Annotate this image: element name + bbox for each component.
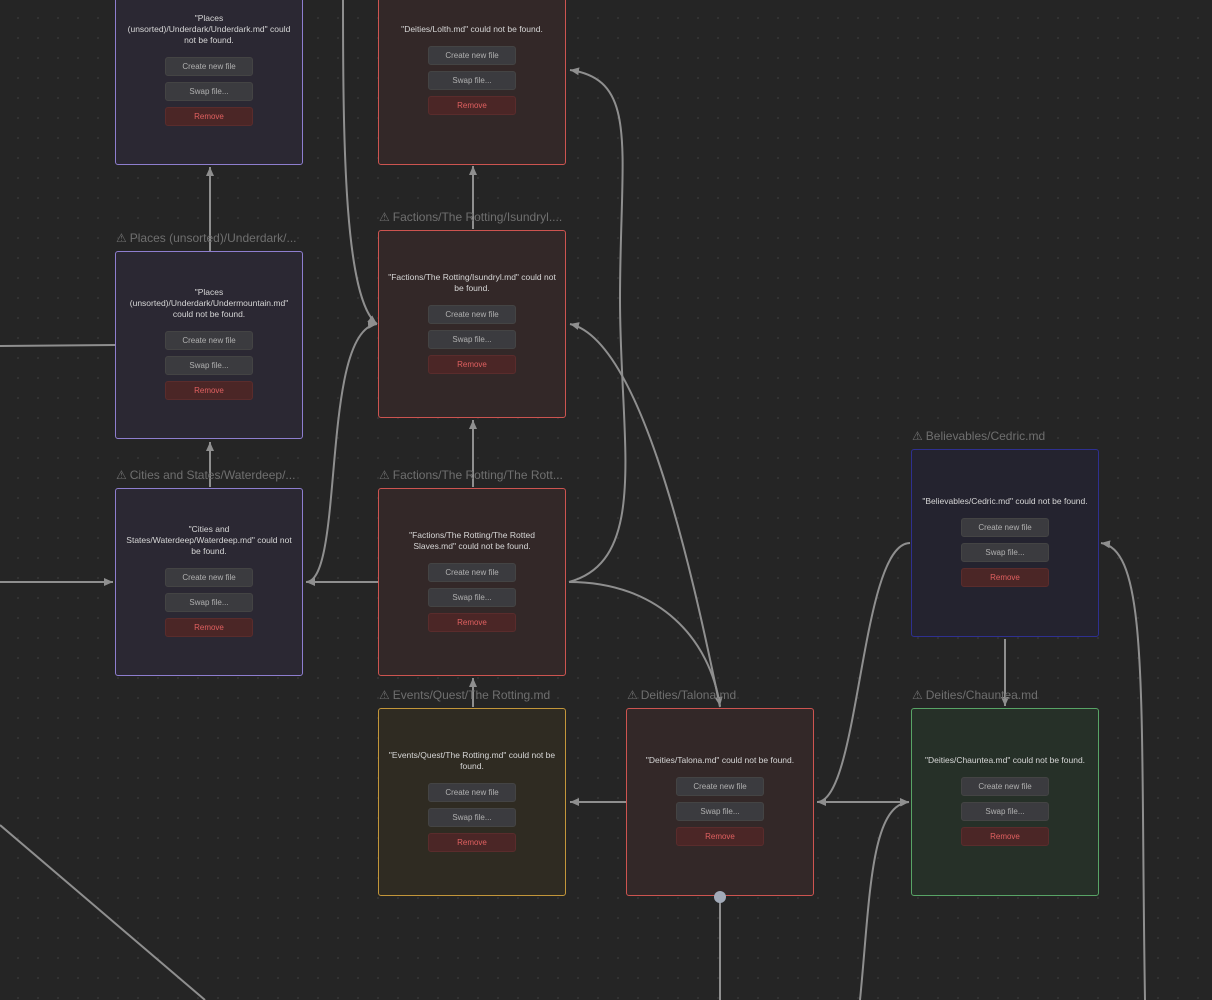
edge-rotted-to-talona <box>568 581 723 707</box>
node-title-text: Factions/The Rotting/The Rott... <box>392 468 563 482</box>
create-new-file-button[interactable]: Create new file <box>165 57 253 76</box>
node-title-text: Factions/The Rotting/Isundryl.... <box>392 210 563 224</box>
swap-file-button[interactable]: Swap file... <box>165 593 253 612</box>
edge-top-to-isundryl <box>342 0 378 325</box>
node-title: ⚠Believables/Cedric.md <box>912 429 1045 443</box>
node-message: "Events/Quest/The Rotting.md" could not … <box>388 749 556 771</box>
node-lolth[interactable]: "Deities/Lolth.md" could not be found. C… <box>378 0 566 165</box>
node-title-text: Believables/Cedric.md <box>925 429 1046 443</box>
warning-icon: ⚠ <box>379 468 390 482</box>
edge-diagonal-left <box>0 824 206 1000</box>
remove-button[interactable]: Remove <box>428 612 516 632</box>
swap-file-button[interactable]: Swap file... <box>165 82 253 101</box>
edge-cedric-to-talona <box>816 542 911 806</box>
node-message: "Factions/The Rotting/Isundryl.md" could… <box>388 271 556 293</box>
node-undermountain[interactable]: ⚠Places (unsorted)/Underdark/... "Places… <box>115 231 303 439</box>
node-title-text: Events/Quest/The Rotting.md <box>392 688 551 702</box>
warning-icon: ⚠ <box>116 231 127 245</box>
swap-file-button[interactable]: Swap file... <box>428 807 516 827</box>
edge-left-to-undermountain <box>0 344 116 347</box>
edge-waterdeep-to-isundryl <box>305 321 378 583</box>
warning-icon: ⚠ <box>627 688 638 702</box>
node-title: ⚠Deities/Chauntea.md <box>912 688 1038 702</box>
swap-file-button[interactable]: Swap file... <box>428 71 516 90</box>
warning-icon: ⚠ <box>379 688 390 702</box>
remove-button[interactable]: Remove <box>676 827 764 846</box>
node-chauntea[interactable]: ⚠Deities/Chauntea.md "Deities/Chauntea.m… <box>911 688 1099 896</box>
node-title: ⚠Events/Quest/The Rotting.md <box>379 688 550 702</box>
node-title-text: Deities/Talona.md <box>640 688 737 702</box>
node-talona[interactable]: ⚠Deities/Talona.md "Deities/Talona.md" c… <box>626 688 814 896</box>
node-isundryl[interactable]: ⚠Factions/The Rotting/Isundryl.... "Fact… <box>378 210 566 418</box>
edge-rotted-to-lolth <box>568 67 627 583</box>
node-message: "Places (unsorted)/Underdark/Undermounta… <box>129 287 289 319</box>
node-message: "Deities/Lolth.md" could not be found. <box>401 24 543 34</box>
swap-file-button[interactable]: Swap file... <box>961 543 1049 562</box>
swap-file-button[interactable]: Swap file... <box>165 356 253 375</box>
remove-button[interactable]: Remove <box>428 832 516 852</box>
create-new-file-button[interactable]: Create new file <box>165 568 253 587</box>
warning-icon: ⚠ <box>912 429 923 443</box>
node-title-text: Cities and States/Waterdeep/... <box>129 468 296 482</box>
remove-button[interactable]: Remove <box>165 381 253 400</box>
create-new-file-button[interactable]: Create new file <box>428 562 516 582</box>
swap-file-button[interactable]: Swap file... <box>676 802 764 821</box>
remove-button[interactable]: Remove <box>428 354 516 374</box>
node-message: "Deities/Talona.md" could not be found. <box>645 755 795 765</box>
remove-button[interactable]: Remove <box>961 568 1049 587</box>
remove-button[interactable]: Remove <box>165 107 253 126</box>
remove-button[interactable]: Remove <box>165 618 253 637</box>
node-title: ⚠Factions/The Rotting/The Rott... <box>379 468 563 482</box>
node-title: ⚠Deities/Talona.md <box>627 688 736 702</box>
node-message: "Cities and States/Waterdeep/Waterdeep.m… <box>126 524 292 556</box>
swap-file-button[interactable]: Swap file... <box>961 802 1049 821</box>
create-new-file-button[interactable]: Create new file <box>961 777 1049 796</box>
node-the-rotting[interactable]: ⚠Events/Quest/The Rotting.md "Events/Que… <box>378 688 566 896</box>
remove-button[interactable]: Remove <box>428 96 516 115</box>
node-waterdeep[interactable]: ⚠Cities and States/Waterdeep/... "Cities… <box>115 468 303 676</box>
node-underdark[interactable]: "Places (unsorted)/Underdark/Underdark.m… <box>115 0 303 165</box>
create-new-file-button[interactable]: Create new file <box>165 331 253 350</box>
node-message: "Deities/Chauntea.md" could not be found… <box>924 755 1086 765</box>
node-title: ⚠Factions/The Rotting/Isundryl.... <box>379 210 562 224</box>
connection-handle[interactable] <box>714 891 726 903</box>
node-title-text: Deities/Chauntea.md <box>925 688 1038 702</box>
create-new-file-button[interactable]: Create new file <box>428 304 516 324</box>
warning-icon: ⚠ <box>116 468 127 482</box>
node-rotted-slaves[interactable]: ⚠Factions/The Rotting/The Rott... "Facti… <box>378 468 566 676</box>
remove-button[interactable]: Remove <box>961 827 1049 846</box>
edge-bottom-to-chauntea <box>859 798 910 1000</box>
node-title-text: Places (unsorted)/Underdark/... <box>129 231 297 245</box>
warning-icon: ⚠ <box>379 210 390 224</box>
node-message: "Believables/Cedric.md" could not be fou… <box>922 496 1088 506</box>
warning-icon: ⚠ <box>912 688 923 702</box>
node-message: "Places (unsorted)/Underdark/Underdark.m… <box>127 13 291 45</box>
node-message: "Factions/The Rotting/The Rotted Slaves.… <box>409 529 535 551</box>
node-cedric[interactable]: ⚠Believables/Cedric.md "Believables/Cedr… <box>911 429 1099 637</box>
swap-file-button[interactable]: Swap file... <box>428 329 516 349</box>
node-title: ⚠Cities and States/Waterdeep/... <box>116 468 295 482</box>
edge-talona-to-isundryl <box>569 322 721 708</box>
node-title: ⚠Places (unsorted)/Underdark/... <box>116 231 297 245</box>
edge-bottom-to-cedric <box>1100 540 1146 1000</box>
create-new-file-button[interactable]: Create new file <box>961 518 1049 537</box>
create-new-file-button[interactable]: Create new file <box>676 777 764 796</box>
create-new-file-button[interactable]: Create new file <box>428 46 516 65</box>
swap-file-button[interactable]: Swap file... <box>428 587 516 607</box>
create-new-file-button[interactable]: Create new file <box>428 782 516 802</box>
